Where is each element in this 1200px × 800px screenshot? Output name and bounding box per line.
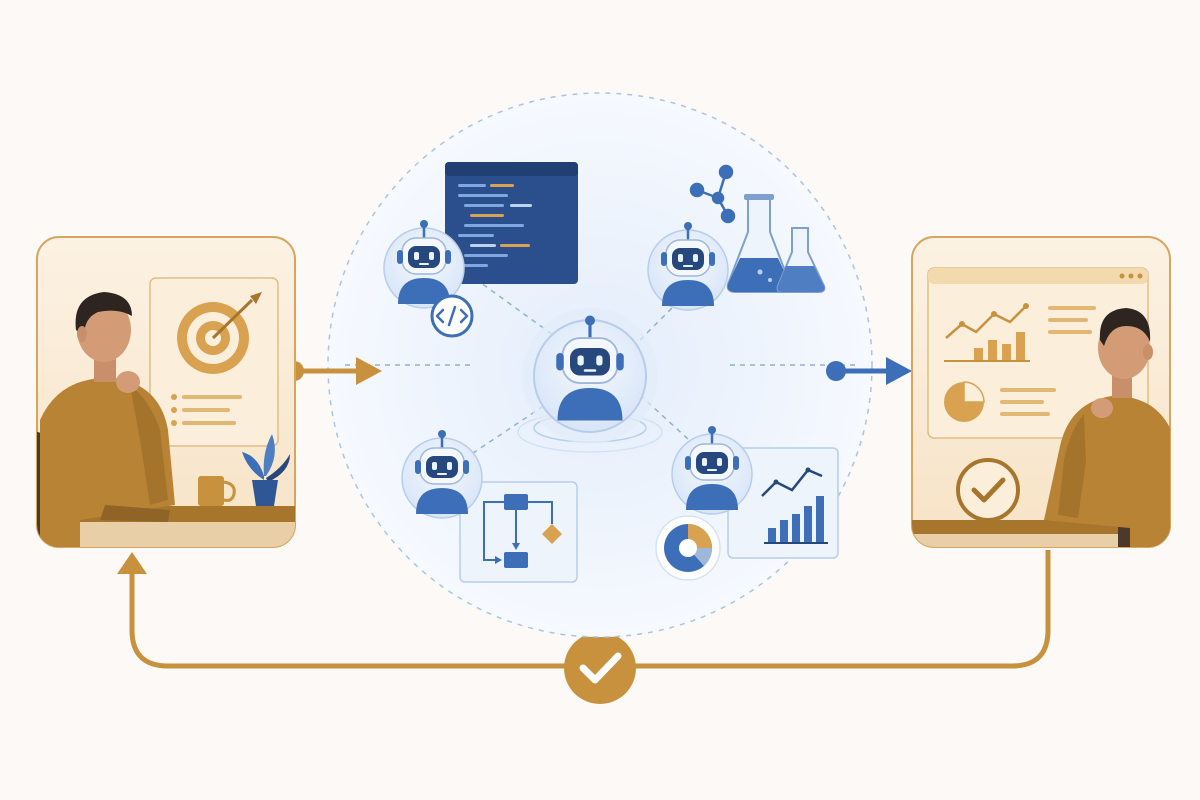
bar-chart-icon (944, 332, 1030, 362)
pie-chart-icon (655, 515, 721, 581)
science-agent (647, 164, 826, 311)
pie-chart-icon (944, 381, 985, 422)
feedback-check-badge-icon (564, 632, 636, 704)
code-agent (383, 162, 578, 338)
code-window-icon (445, 162, 578, 284)
orchestrator-agent (517, 308, 663, 453)
goal-text-lines (171, 394, 242, 426)
lab-flask-icon (726, 194, 826, 293)
report-text-lines (1000, 306, 1096, 416)
output-arrow-icon (826, 357, 912, 385)
line-chart-icon (945, 303, 1029, 339)
analytics-chart-icon (727, 447, 839, 559)
human-thinking-avatar (40, 292, 175, 547)
code-icon (430, 294, 474, 338)
plant-icon (242, 434, 290, 506)
right-panel-reviewer (911, 236, 1171, 548)
left-panel-goal-setter (36, 236, 296, 548)
analytics-agent (655, 424, 839, 581)
workflow-agent (401, 428, 578, 583)
approval-check-badge-icon (956, 458, 1020, 522)
flowchart-icon (459, 481, 578, 583)
human-reviewing-avatar (1044, 308, 1170, 547)
target-icon (177, 292, 262, 374)
coffee-mug-icon (198, 476, 236, 506)
molecule-icon (689, 164, 736, 224)
loop-arrowhead-icon (117, 552, 147, 574)
